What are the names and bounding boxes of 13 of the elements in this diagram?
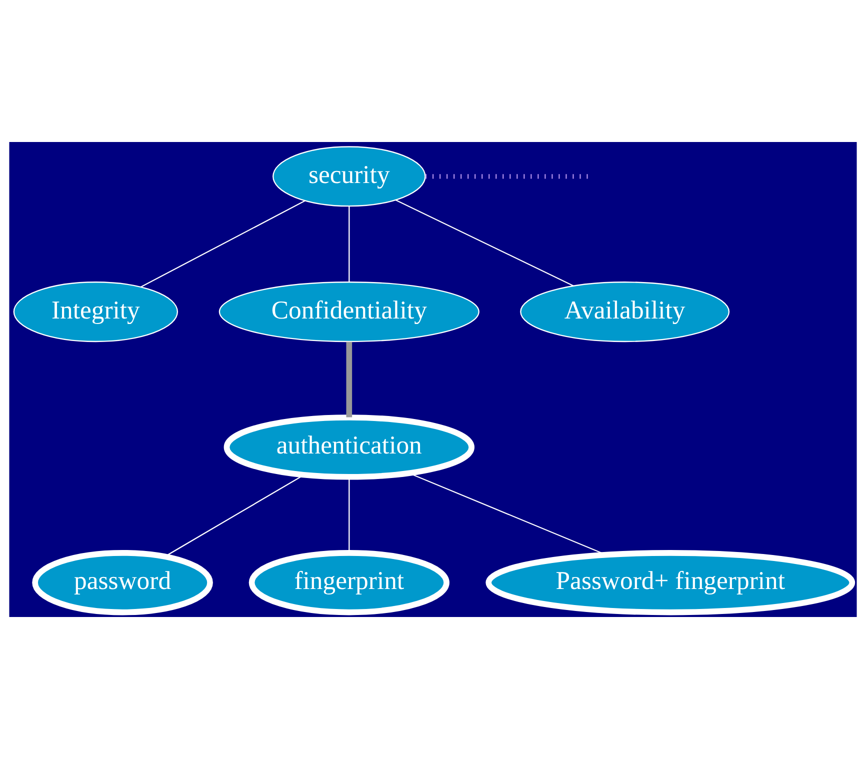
connector: [348, 206, 350, 282]
node-ellipse: Confidentiality: [218, 281, 479, 342]
connector: [140, 200, 305, 287]
connector: [348, 476, 350, 552]
connector: [394, 198, 574, 286]
node-ellipse: Password+ fingerprint: [485, 549, 855, 615]
node-ellipse: Availability: [520, 281, 730, 342]
node-ellipse: security: [272, 146, 426, 206]
node-ellipse: Integrity: [12, 281, 178, 342]
node-ellipse: authentication: [223, 414, 474, 480]
node-ellipse: password: [32, 549, 212, 615]
node-ellipse: fingerprint: [248, 549, 449, 615]
connector: [346, 341, 352, 417]
